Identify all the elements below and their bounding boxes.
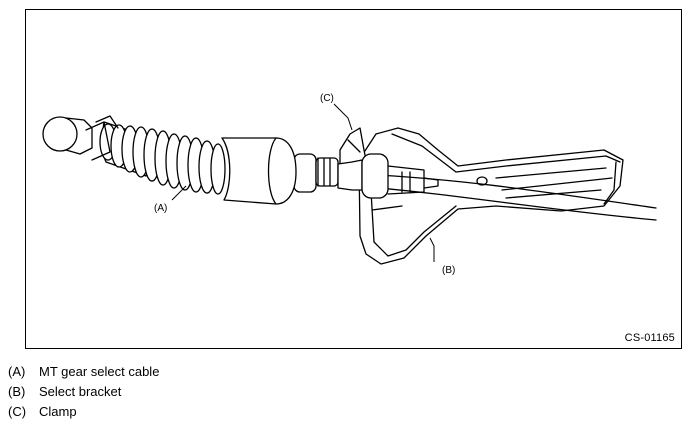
leader-line-c [333,103,353,131]
legend-item: (A) MT gear select cable [8,362,159,382]
leader-lines [171,103,435,262]
legend-text: Select bracket [39,384,122,399]
legend-text: Clamp [39,404,77,419]
legend-item: (C) Clamp [8,402,159,422]
select-cable [42,115,297,205]
figure-frame: (A) (B) (C) CS-01165 [25,9,682,349]
cable-diagram: (A) (B) (C) [42,93,657,276]
callout-b: (B) [442,265,455,276]
legend-key: (A) [8,364,26,379]
leader-line-a [171,185,187,201]
clamp [339,127,369,171]
select-bracket [358,127,624,265]
callout-c: (C) [320,93,334,104]
legend: (A) MT gear select cable (B) Select brac… [8,362,159,422]
leader-line-b [429,237,435,262]
callout-a: (A) [154,203,167,214]
cable-sheath [355,173,657,221]
figure-code: CS-01165 [624,332,675,344]
legend-key: (C) [8,404,27,419]
legend-text: MT gear select cable [39,364,160,379]
legend-item: (B) Select bracket [8,382,159,402]
cable-end-assembly [293,153,439,199]
legend-key: (B) [8,384,26,399]
